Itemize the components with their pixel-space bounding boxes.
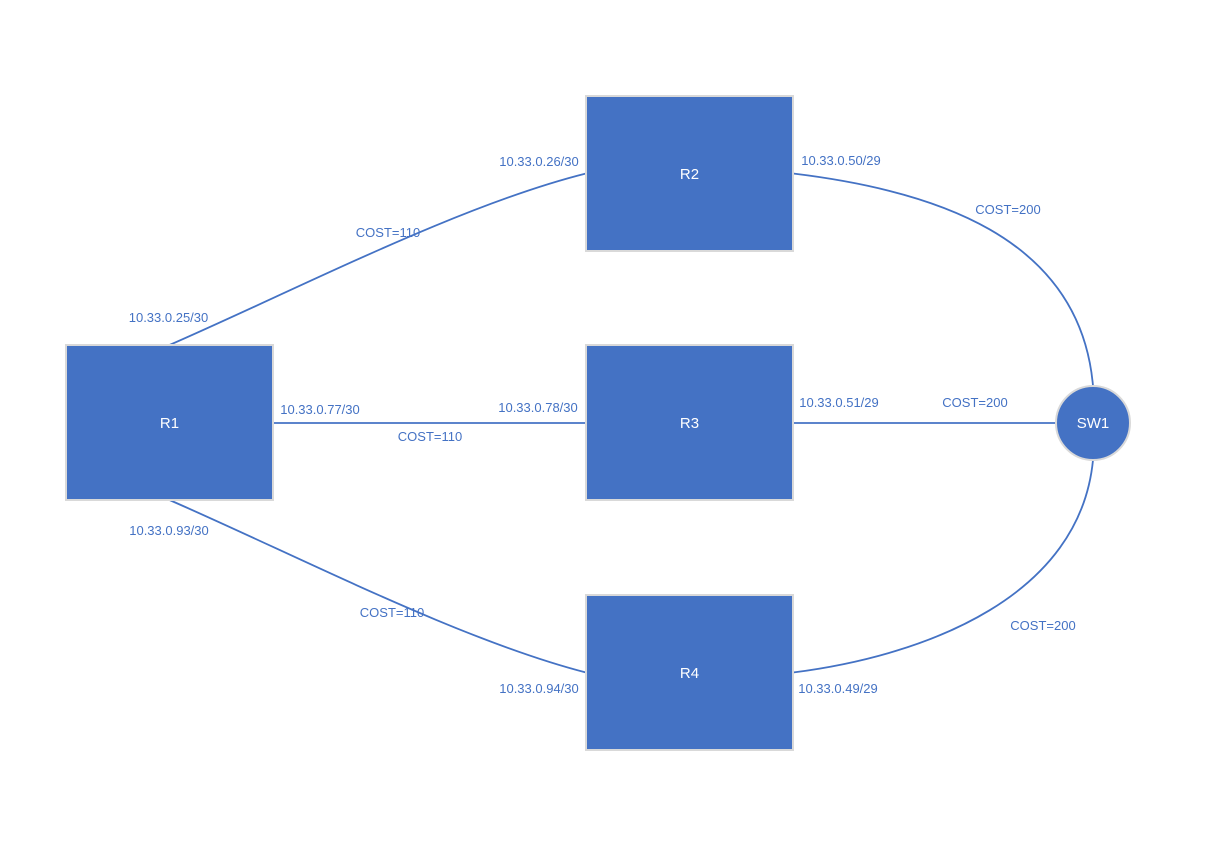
node-r2-label: R2 <box>680 166 699 183</box>
edge-r1-r3-cost: COST=110 <box>398 429 462 444</box>
edge-r1-r4 <box>169 499 587 674</box>
node-r4-label: R4 <box>680 665 699 682</box>
edge-r1-r2-cost: COST=110 <box>356 225 420 240</box>
edge-r1-r2-ip-near-r1: 10.33.0.25/30 <box>129 310 209 325</box>
edge-r3-sw1-cost: COST=200 <box>942 395 1007 410</box>
edge-r1-r4-ip-near-r4: 10.33.0.94/30 <box>499 681 579 696</box>
node-r1-label: R1 <box>160 415 179 432</box>
edge-r1-r2 <box>169 172 587 346</box>
edge-r2-sw1-ip-near-r2: 10.33.0.50/29 <box>801 153 881 168</box>
edge-r1-r2-ip-near-r2: 10.33.0.26/30 <box>499 154 579 169</box>
edge-r1-r3-ip-near-r1: 10.33.0.77/30 <box>280 402 360 417</box>
edge-r4-sw1 <box>792 459 1094 674</box>
edge-r3-sw1-ip-near-r3: 10.33.0.51/29 <box>799 395 879 410</box>
edge-r2-sw1-cost: COST=200 <box>975 202 1040 217</box>
node-r1[interactable] <box>65 344 274 501</box>
edge-r4-sw1-ip-near-r4: 10.33.0.49/29 <box>798 681 878 696</box>
edge-r4-sw1-cost: COST=200 <box>1010 618 1075 633</box>
node-r2[interactable] <box>585 95 794 252</box>
edge-group <box>169 172 1094 674</box>
node-group: R1 R2 R3 R4 SW1 <box>65 95 1131 751</box>
node-sw1[interactable] <box>1055 385 1131 461</box>
edge-r1-r4-ip-near-r1: 10.33.0.93/30 <box>129 523 209 538</box>
edge-r2-sw1 <box>792 172 1094 387</box>
node-r3-label: R3 <box>680 415 699 432</box>
node-r3[interactable] <box>585 344 794 501</box>
edge-r1-r3-ip-near-r3: 10.33.0.78/30 <box>498 400 578 415</box>
edge-r1-r4-cost: COST=110 <box>360 605 424 620</box>
node-sw1-label: SW1 <box>1077 415 1110 432</box>
node-r4[interactable] <box>585 594 794 751</box>
edge-label-group: 10.33.0.25/30 COST=110 10.33.0.26/30 10.… <box>129 153 1076 696</box>
